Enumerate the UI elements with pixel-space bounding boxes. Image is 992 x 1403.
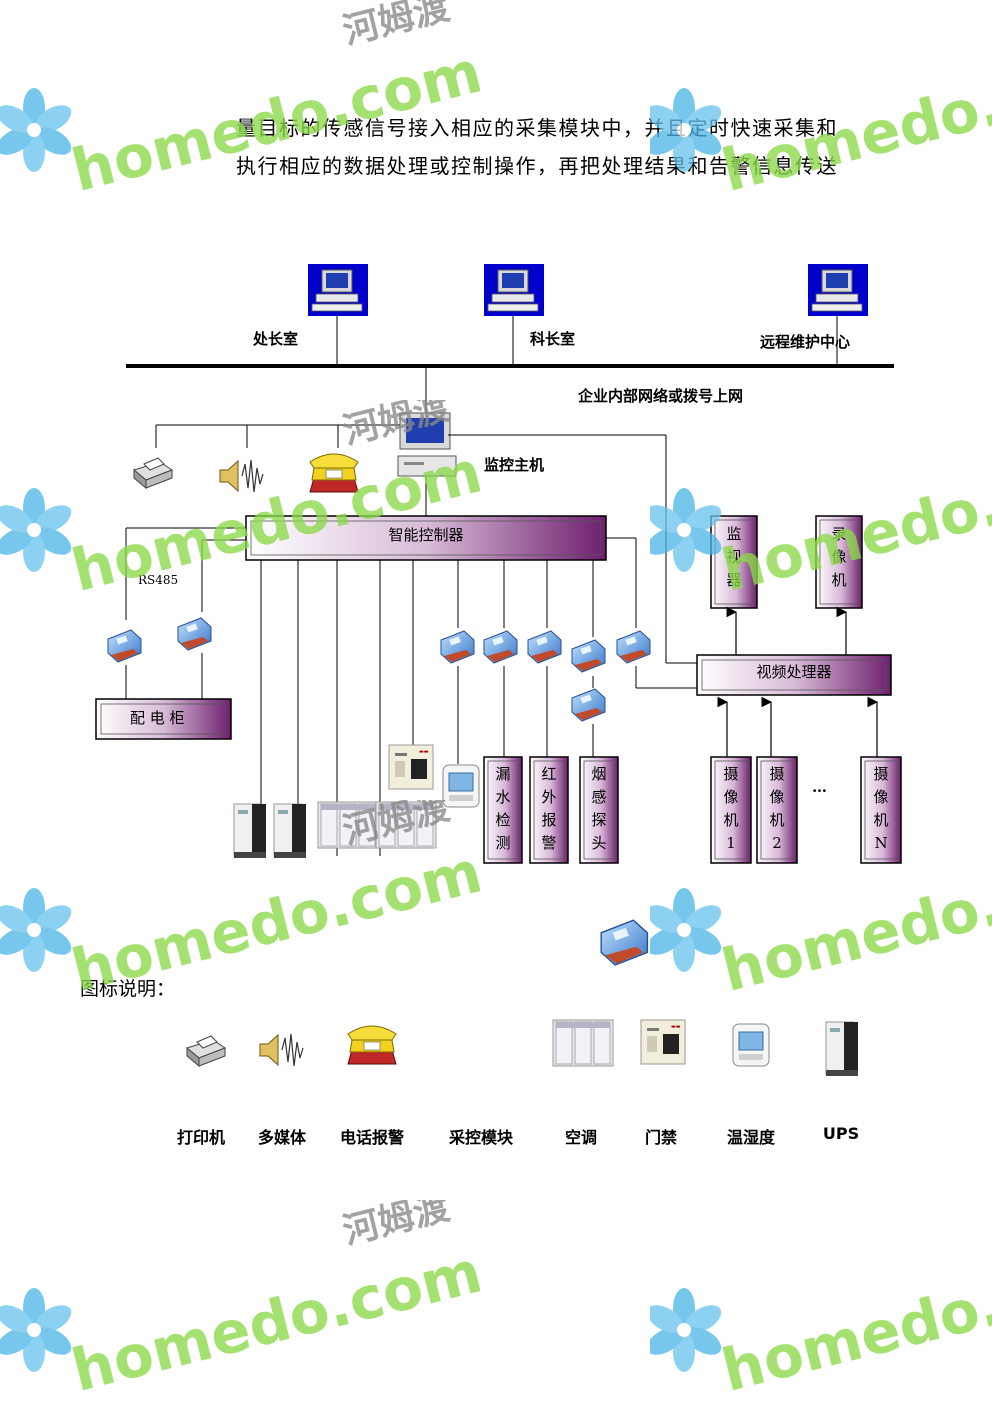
access-control-icon (388, 744, 434, 790)
printer-icon (133, 457, 173, 489)
camera-ellipsis: … (812, 778, 827, 796)
legend-thermo-hygrometer-icon (732, 1023, 770, 1067)
rs485-label: RS485 (138, 573, 178, 587)
paragraph-line-2: 执行相应的数据处理或控制操作，再把处理结果和告警信息传送 (236, 154, 838, 178)
legend-module-icon (596, 915, 651, 970)
video-processor-label: 视频处理器 (756, 663, 831, 681)
legend-label-air-conditioner: 空调 (564, 1128, 598, 1147)
module-icon (104, 626, 144, 666)
module-icon (437, 627, 477, 667)
legend-label-phone-alarm: 电话报警 (339, 1128, 405, 1147)
legend-speaker-icon (259, 1033, 304, 1067)
sensor-label-infrared: 红外报警 (541, 765, 556, 852)
camera-2-box (756, 756, 798, 864)
module-icon (174, 614, 214, 654)
controller-label: 智能控制器 (388, 526, 463, 544)
ups-icon (273, 803, 307, 859)
speaker-icon (219, 459, 264, 493)
telephone-icon (309, 453, 359, 493)
distribution-cabinet-box (95, 698, 232, 740)
air-conditioner-icon (317, 801, 379, 849)
distribution-label: 配 电 柜 (130, 709, 185, 727)
terminal-label-remote: 远程维护中心 (760, 333, 850, 351)
legend-label-printer: 打印机 (176, 1128, 226, 1147)
terminal-label-section: 科长室 (530, 330, 575, 348)
host-label: 监控主机 (484, 456, 544, 474)
paragraph-line-1: 量目标的传感信号接入相应的采集模块中，并且定时快速采集和 (236, 116, 838, 140)
monitor-label: 监视器 (726, 525, 741, 589)
computer-icon (807, 263, 869, 317)
legend-printer-icon (186, 1035, 226, 1067)
legend-ups-icon (825, 1021, 859, 1077)
recorder-box (815, 515, 863, 609)
legend-title: 图标说明： (80, 978, 176, 1000)
legend-air-conditioner-icon (552, 1019, 614, 1067)
module-icon (568, 685, 608, 725)
network-label: 企业内部网络或拨号上网 (577, 387, 743, 405)
module-icon (613, 627, 653, 667)
computer-icon (483, 263, 545, 317)
terminal-label-director: 处长室 (252, 330, 298, 348)
host-computer-icon (397, 412, 457, 477)
camera-1-box (710, 756, 752, 864)
legend-label-ups: UPS (822, 1124, 860, 1143)
smart-controller-box (245, 515, 607, 561)
legend-label-multimedia: 多媒体 (257, 1128, 307, 1147)
smoke-detector-box (579, 756, 619, 864)
water-leak-sensor-box (483, 756, 523, 864)
video-processor-box (696, 654, 892, 696)
recorder-label: 录像机 (831, 525, 846, 589)
computer-icon (307, 263, 369, 317)
module-icon (568, 636, 608, 676)
ups-icon (233, 803, 267, 859)
thermo-hygrometer-icon (442, 764, 480, 808)
camera-n-box (860, 756, 902, 864)
sensor-label-smoke: 烟感探头 (591, 765, 606, 852)
legend-label-module: 采控模块 (448, 1128, 514, 1147)
sensor-label-water: 漏水检测 (495, 765, 510, 852)
infrared-alarm-box (529, 756, 569, 864)
legend-label-access-control: 门禁 (644, 1128, 678, 1147)
air-conditioner-icon (375, 801, 437, 849)
module-icon (480, 627, 520, 667)
module-icon (524, 627, 564, 667)
legend-access-control-icon (640, 1019, 686, 1065)
legend-telephone-icon (347, 1025, 397, 1065)
legend-label-thermo: 温湿度 (726, 1128, 776, 1147)
